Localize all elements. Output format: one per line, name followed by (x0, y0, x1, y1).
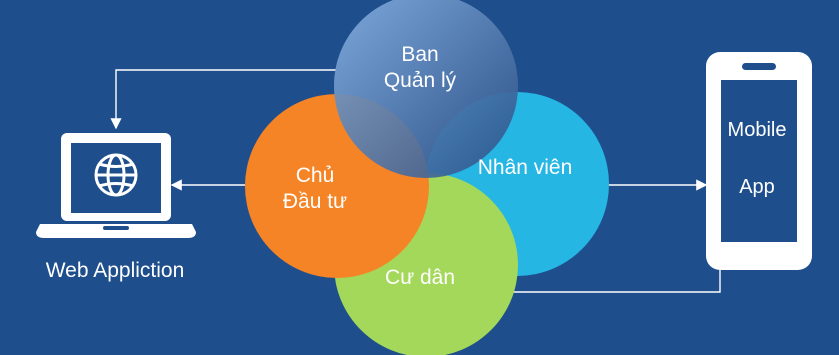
globe-icon (94, 153, 138, 197)
connector-bql-to-web (110, 69, 338, 130)
laptop-icon (36, 133, 196, 238)
label-chu-dau-tu-line1: Chủ (295, 164, 335, 187)
label-ban-quan-ly-line1: Ban (401, 43, 439, 66)
circle-ban-quan-ly-overlap (334, 0, 518, 178)
label-cu-dan: Cư dân (384, 266, 456, 289)
label-nhan-vien: Nhân viên (477, 156, 573, 179)
label-chu-dau-tu-line2: Đầu tư (282, 190, 348, 214)
label-chu-dau-tu: Chủ Đầu tư (255, 163, 375, 216)
connector-cd-to-mobile (510, 270, 721, 293)
mobile-app-label-line2: App (739, 176, 775, 198)
label-ban-quan-ly: Ban Quản lý (360, 42, 480, 95)
smartphone-icon (706, 52, 812, 270)
mobile-app-label-line1: Mobile (727, 119, 787, 141)
web-application-label: Web Appliction (45, 259, 185, 282)
label-ban-quan-ly-line2: Quản lý (383, 69, 457, 93)
